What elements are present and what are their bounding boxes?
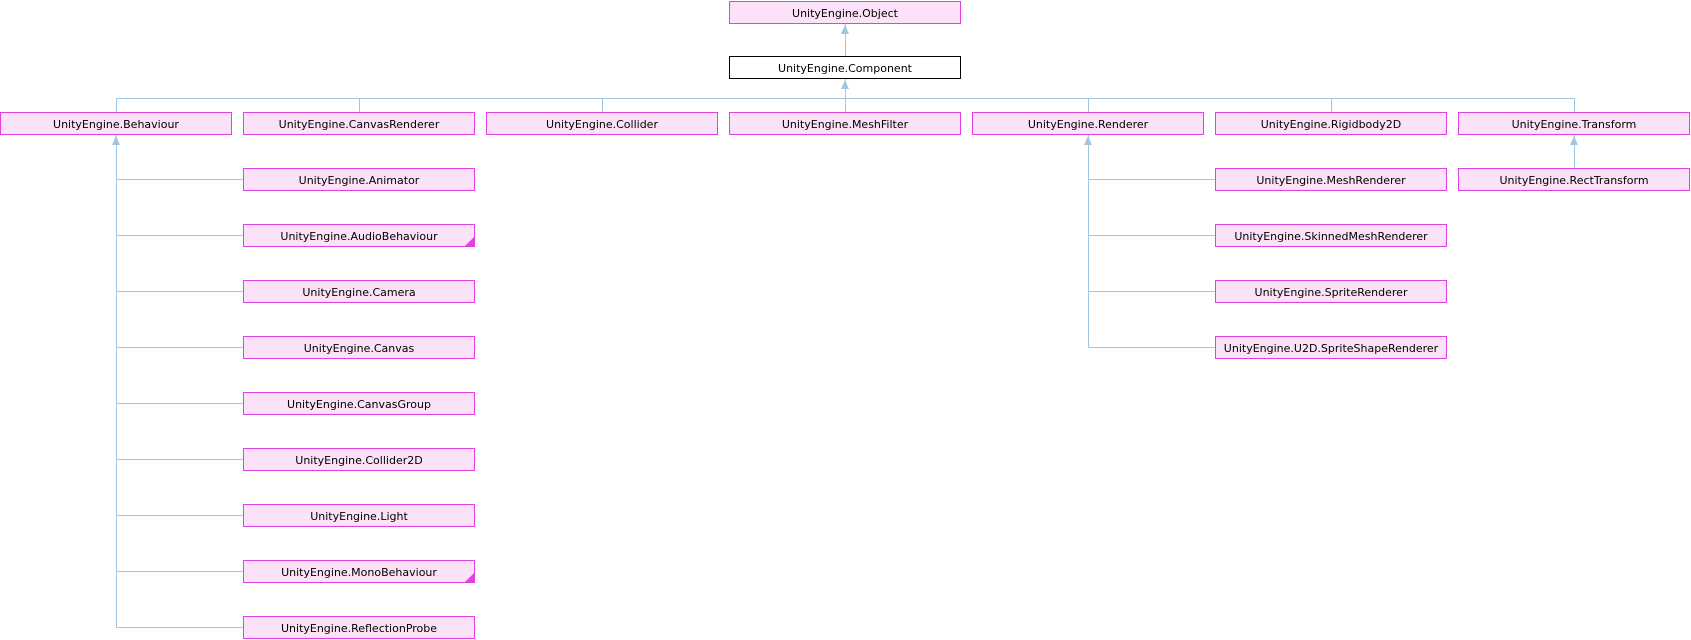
class-node-label: UnityEngine.ReflectionProbe	[280, 621, 438, 635]
class-node-unityengine-renderer[interactable]: UnityEngine.Renderer	[972, 112, 1204, 135]
class-node-unityengine-reflectionprobe[interactable]: UnityEngine.ReflectionProbe	[243, 616, 475, 639]
class-node-label: UnityEngine.SpriteRenderer	[1254, 285, 1408, 299]
inheritance-edge-line	[1088, 347, 1215, 348]
class-node-unityengine-rigidbody2d[interactable]: UnityEngine.Rigidbody2D	[1215, 112, 1447, 135]
class-node-unityengine-skinnedmeshrenderer[interactable]: UnityEngine.SkinnedMeshRenderer	[1215, 224, 1447, 247]
inheritance-edge-line	[1088, 98, 1089, 112]
class-node-unityengine-meshrenderer[interactable]: UnityEngine.MeshRenderer	[1215, 168, 1447, 191]
inheritance-edge-line	[1331, 98, 1332, 112]
class-node-unityengine-u2d-spriteshaperenderer[interactable]: UnityEngine.U2D.SpriteShapeRenderer	[1215, 336, 1447, 359]
class-node-label: UnityEngine.MeshRenderer	[1256, 173, 1406, 187]
class-node-label: UnityEngine.Light	[310, 509, 408, 523]
inheritance-edge-line	[116, 627, 243, 628]
inheritance-edge-line	[116, 515, 243, 516]
class-node-label: UnityEngine.Component	[778, 61, 912, 75]
class-node-label: UnityEngine.Behaviour	[53, 117, 179, 131]
inheritance-edge-line	[359, 98, 360, 112]
class-node-label: UnityEngine.Canvas	[303, 341, 415, 355]
inheritance-edge-line	[1088, 135, 1089, 347]
class-node-label: UnityEngine.RectTransform	[1499, 173, 1649, 187]
inheritance-arrow-icon	[1570, 136, 1578, 145]
inheritance-edge-line	[1088, 235, 1215, 236]
class-node-label: UnityEngine.Renderer	[1027, 117, 1149, 131]
inheritance-arrow-icon	[1084, 136, 1092, 145]
inheritance-edge-line	[116, 291, 243, 292]
class-node-unityengine-animator[interactable]: UnityEngine.Animator	[243, 168, 475, 191]
inheritance-arrow-icon	[841, 25, 849, 34]
class-node-label: UnityEngine.Camera	[302, 285, 416, 299]
class-node-unityengine-transform[interactable]: UnityEngine.Transform	[1458, 112, 1690, 135]
class-node-label: UnityEngine.Animator	[298, 173, 420, 187]
has-subclasses-fold-icon	[465, 237, 474, 246]
inheritance-edge-line	[1574, 135, 1575, 168]
inheritance-edge-line	[116, 98, 1574, 99]
class-node-unityengine-behaviour[interactable]: UnityEngine.Behaviour	[0, 112, 232, 135]
class-node-label: UnityEngine.Rigidbody2D	[1260, 117, 1402, 131]
class-node-label: UnityEngine.U2D.SpriteShapeRenderer	[1223, 341, 1439, 355]
inheritance-edge-line	[116, 235, 243, 236]
class-node-unityengine-spriterenderer[interactable]: UnityEngine.SpriteRenderer	[1215, 280, 1447, 303]
inheritance-edge-line	[116, 135, 117, 627]
class-node-unityengine-canvas[interactable]: UnityEngine.Canvas	[243, 336, 475, 359]
inheritance-edge-line	[116, 403, 243, 404]
class-node-unityengine-component: UnityEngine.Component	[729, 56, 961, 79]
class-node-unityengine-collider[interactable]: UnityEngine.Collider	[486, 112, 718, 135]
inheritance-edge-line	[116, 459, 243, 460]
inheritance-edge-line	[1088, 291, 1215, 292]
class-node-unityengine-collider2d[interactable]: UnityEngine.Collider2D	[243, 448, 475, 471]
inheritance-edge-line	[116, 571, 243, 572]
inheritance-edge-line	[116, 179, 243, 180]
class-node-label: UnityEngine.CanvasGroup	[287, 397, 431, 411]
class-node-unityengine-canvasrenderer[interactable]: UnityEngine.CanvasRenderer	[243, 112, 475, 135]
class-node-label: UnityEngine.Collider	[546, 117, 658, 131]
class-node-unityengine-recttransform[interactable]: UnityEngine.RectTransform	[1458, 168, 1690, 191]
inheritance-edge-line	[845, 98, 846, 112]
inheritance-edge-line	[116, 347, 243, 348]
class-node-unityengine-audiobehaviour[interactable]: UnityEngine.AudioBehaviour	[243, 224, 475, 247]
inheritance-edge-line	[1088, 179, 1215, 180]
class-node-label: UnityEngine.MeshFilter	[781, 117, 909, 131]
class-node-unityengine-monobehaviour[interactable]: UnityEngine.MonoBehaviour	[243, 560, 475, 583]
has-subclasses-fold-icon	[465, 573, 474, 582]
class-node-unityengine-canvasgroup[interactable]: UnityEngine.CanvasGroup	[243, 392, 475, 415]
class-node-unityengine-light[interactable]: UnityEngine.Light	[243, 504, 475, 527]
class-node-label: UnityEngine.SkinnedMeshRenderer	[1234, 229, 1428, 243]
inheritance-arrow-icon	[112, 136, 120, 145]
class-node-unityengine-object[interactable]: UnityEngine.Object	[729, 1, 961, 24]
class-node-label: UnityEngine.MonoBehaviour	[281, 565, 437, 579]
class-node-label: UnityEngine.CanvasRenderer	[278, 117, 440, 131]
inheritance-edge-line	[602, 98, 603, 112]
class-node-label: UnityEngine.Transform	[1511, 117, 1637, 131]
inheritance-edge-line	[1574, 98, 1575, 112]
class-node-label: UnityEngine.Collider2D	[295, 453, 423, 467]
inheritance-edge-line	[845, 24, 846, 56]
class-node-label: UnityEngine.Object	[792, 6, 898, 20]
inheritance-edge-line	[116, 98, 117, 112]
inheritance-arrow-icon	[841, 80, 849, 89]
class-node-unityengine-camera[interactable]: UnityEngine.Camera	[243, 280, 475, 303]
class-node-label: UnityEngine.AudioBehaviour	[280, 229, 438, 243]
class-node-unityengine-meshfilter[interactable]: UnityEngine.MeshFilter	[729, 112, 961, 135]
